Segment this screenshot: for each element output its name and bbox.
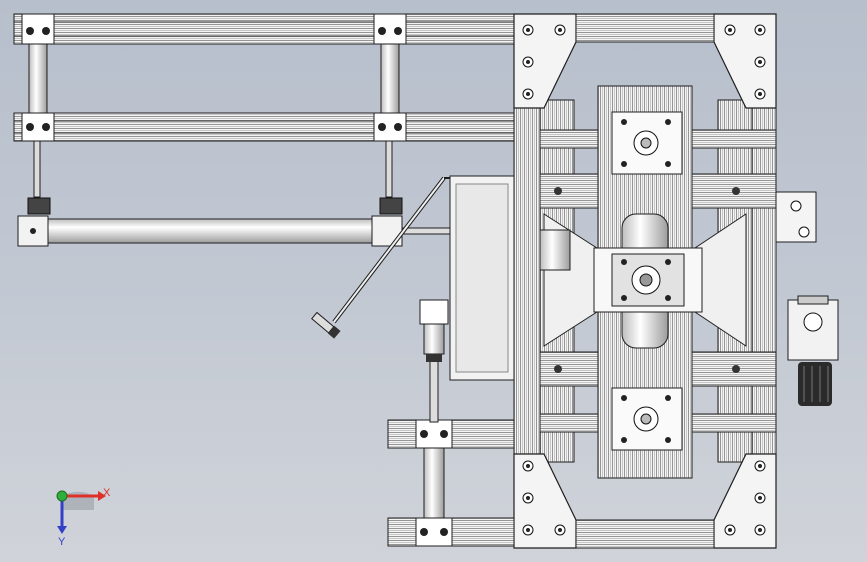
origin-marker [56,490,68,502]
air-regulator [775,191,839,406]
guide-rod-right [373,13,407,198]
pneumatic-cylinder-vertical [415,299,453,547]
center-shaft [539,85,747,479]
guide-rod-left [21,13,55,198]
pneumatic-cylinder-horizontal [17,197,451,247]
x-axis-label: X [103,487,111,499]
y-axis-label: Y [58,536,66,548]
top-rail-lower [13,112,515,142]
coordinate-triad: X Y [56,487,111,548]
top-rail-upper [13,13,515,45]
motor-bracket [449,175,515,381]
